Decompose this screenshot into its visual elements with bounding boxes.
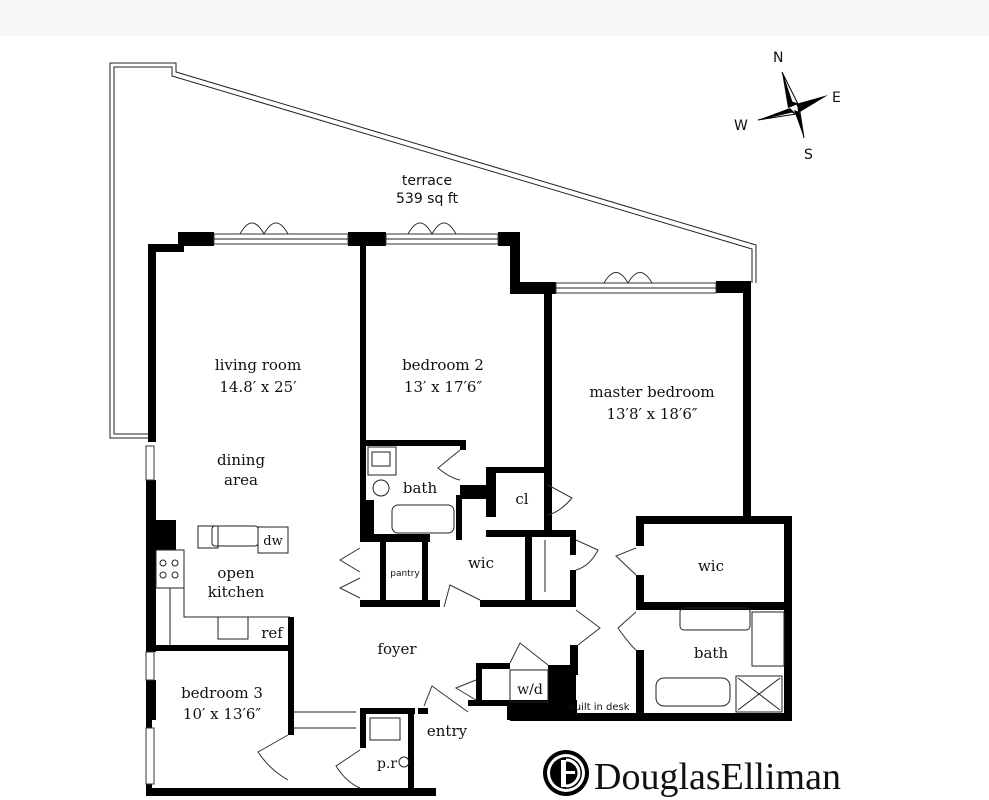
closet-label: cl (515, 490, 528, 508)
dining-area-label-1: dining (217, 451, 266, 469)
compass-e: E (832, 90, 841, 106)
bedroom-3-size: 10′ x 13′6″ (183, 705, 262, 723)
entry-label: entry (427, 722, 468, 740)
living-room-label: living room (215, 356, 301, 374)
powder-room-label: p.r (377, 756, 397, 772)
master-bedroom-size: 13′8′ x 18′6″ (606, 405, 697, 423)
living-room-size: 14.8′ x 25′ (219, 378, 297, 396)
bedroom-3-label: bedroom 3 (181, 684, 263, 702)
compass-w: W (734, 118, 748, 134)
de-monogram-icon (543, 750, 589, 796)
master-bath-label: bath (694, 644, 729, 662)
open-kitchen-label-2: kitchen (208, 583, 265, 601)
logo-text: DouglasElliman (594, 756, 841, 798)
terrace-outline (109, 62, 757, 439)
bedroom-2-size: 13′ x 17′6″ (404, 378, 483, 396)
washer-dryer-label: w/d (517, 682, 543, 698)
open-kitchen-label-1: open (217, 564, 255, 582)
foyer-label: foyer (377, 640, 417, 658)
walls (146, 232, 792, 796)
compass-n: N (773, 50, 783, 66)
bedroom-2-label: bedroom 2 (402, 356, 484, 374)
dishwasher-label: dw (263, 534, 282, 549)
master-bedroom-label: master bedroom (589, 383, 714, 401)
built-in-desk-label: built in desk (568, 702, 629, 713)
terrace-doors (239, 222, 653, 285)
fixtures (155, 446, 785, 768)
terrace-size: 539 sq ft (396, 191, 458, 207)
wic-label: wic (468, 554, 494, 572)
interior-doors (257, 449, 637, 789)
pantry-label: pantry (390, 569, 420, 579)
bath-2-label: bath (403, 479, 438, 497)
refrigerator-label: ref (261, 624, 284, 642)
master-wic-label: wic (698, 557, 724, 575)
windows (145, 233, 717, 785)
top-band (0, 0, 989, 36)
dining-area-label-2: area (224, 471, 258, 489)
compass-rose-icon: N E S W (734, 50, 841, 163)
terrace-label: terrace (402, 173, 452, 189)
compass-s: S (804, 147, 813, 163)
